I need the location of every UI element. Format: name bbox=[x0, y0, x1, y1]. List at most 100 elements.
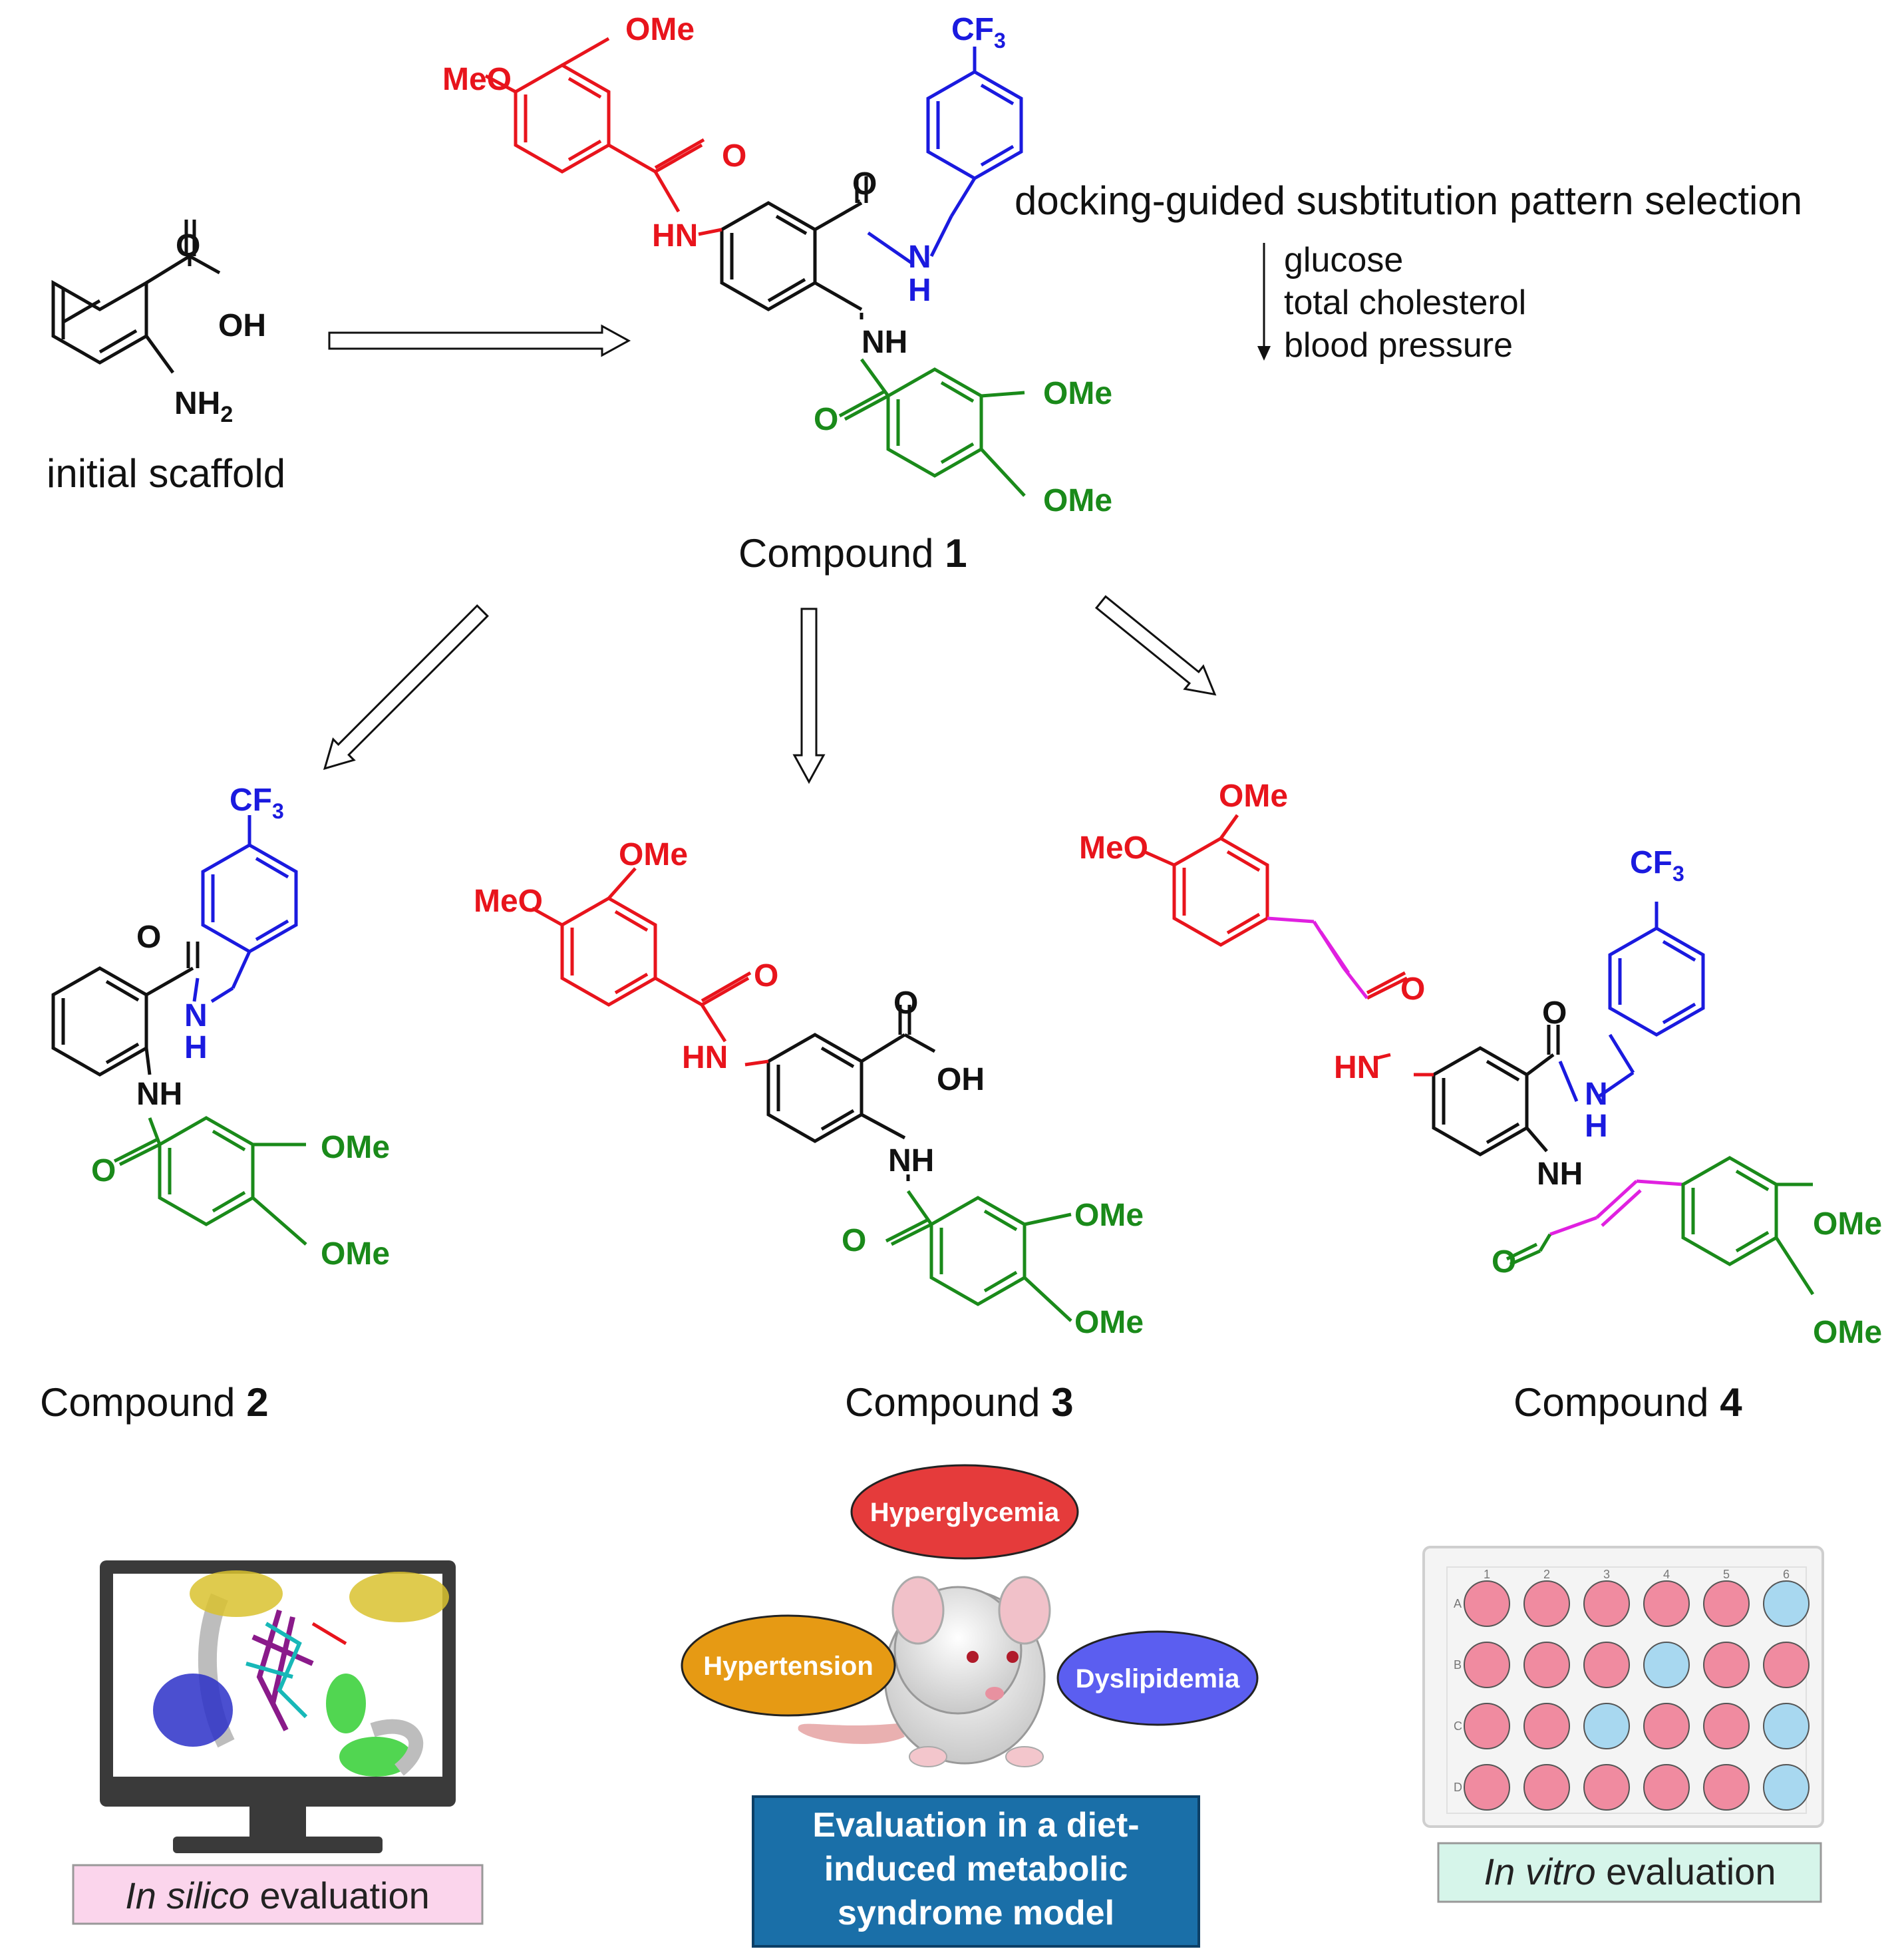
plate-column-label: 6 bbox=[1783, 1568, 1790, 1581]
svg-text:Dyslipidemia: Dyslipidemia bbox=[1076, 1664, 1241, 1693]
bubble-dyslipidemia: Dyslipidemia bbox=[1056, 1630, 1259, 1726]
effect-blood-pressure: blood pressure bbox=[1284, 326, 1513, 365]
plate-well bbox=[1643, 1703, 1690, 1749]
c3-o-red: O bbox=[754, 958, 778, 993]
arrow-to-compound-3 bbox=[792, 608, 826, 785]
c1-nh: NH bbox=[862, 325, 907, 360]
plate-row-label: A bbox=[1454, 1597, 1462, 1610]
compound-2-structure: CF3 O N H NH O OMe OMe bbox=[51, 783, 390, 1272]
compound-3-structure: OMe MeO O HN O OH NH O OMe OMe bbox=[474, 837, 1144, 1340]
c2-ome-green-1: OMe bbox=[321, 1130, 390, 1165]
c4-ome-red: OMe bbox=[1219, 779, 1288, 814]
in-vivo-box bbox=[752, 1795, 1200, 1948]
plate-column-label: 5 bbox=[1723, 1568, 1730, 1581]
c4-cf3: CF3 bbox=[1630, 845, 1684, 886]
in-silico-label: In silico evaluation bbox=[125, 1874, 430, 1916]
c1-o-red: O bbox=[722, 138, 746, 174]
plate-well bbox=[1643, 1642, 1690, 1688]
c3-hn-red: HN bbox=[682, 1040, 728, 1075]
plate-well bbox=[1703, 1580, 1750, 1627]
c3-o-green: O bbox=[842, 1223, 866, 1258]
plate-well bbox=[1643, 1580, 1690, 1627]
c4-h-blue: H bbox=[1585, 1109, 1608, 1144]
effect-total-cholesterol: total cholesterol bbox=[1284, 283, 1526, 322]
c2-n-blue: N bbox=[184, 998, 208, 1033]
c3-o-black: O bbox=[893, 985, 918, 1021]
compound-1-label: Compound 1 bbox=[738, 531, 967, 576]
plate-well bbox=[1763, 1580, 1810, 1627]
c1-o-black: O bbox=[852, 166, 877, 202]
plate-well bbox=[1523, 1764, 1570, 1811]
plate-well bbox=[1464, 1703, 1510, 1749]
bubble-hyperglycemia: Hyperglycemia bbox=[850, 1464, 1079, 1560]
c3-ome-green-2: OMe bbox=[1074, 1305, 1144, 1340]
c2-o-black: O bbox=[136, 920, 161, 955]
c2-cf3: CF3 bbox=[230, 783, 284, 823]
c1-meo-red: MeO bbox=[442, 62, 512, 97]
scaffold-carbonyl-o: O bbox=[176, 228, 200, 264]
in-vitro-box bbox=[1437, 1842, 1822, 1903]
compound-4-structure: OMe MeO O HN CF3 O N H NH O OMe OMe bbox=[1079, 779, 1882, 1350]
c1-cf3: CF3 bbox=[951, 12, 1006, 53]
in-silico-box bbox=[72, 1864, 484, 1925]
c2-nh: NH bbox=[136, 1077, 182, 1112]
plate-column-label: 2 bbox=[1543, 1568, 1550, 1581]
svg-text:Hyperglycemia: Hyperglycemia bbox=[870, 1498, 1060, 1527]
plate-column-label: 4 bbox=[1663, 1568, 1670, 1581]
c3-ome-green-1: OMe bbox=[1074, 1198, 1144, 1233]
arrow-to-compound-2 bbox=[323, 604, 489, 771]
selection-title: docking-guided susbtitution pattern sele… bbox=[1015, 178, 1802, 223]
plate-well bbox=[1583, 1764, 1630, 1811]
compound-1-structure: OMe MeO O HN CF3 O N H NH O OMe OMe bbox=[442, 12, 1112, 518]
scaffold-caption: initial scaffold bbox=[47, 451, 285, 496]
c2-o-green: O bbox=[91, 1153, 116, 1188]
selection-down-arrow bbox=[1257, 243, 1271, 361]
c4-ome-green-2: OMe bbox=[1813, 1315, 1882, 1350]
c1-n-blue: N bbox=[908, 240, 931, 275]
plate-well bbox=[1643, 1764, 1690, 1811]
c4-o-black: O bbox=[1542, 995, 1567, 1031]
plate-well bbox=[1703, 1703, 1750, 1749]
c1-h-blue: H bbox=[908, 273, 931, 308]
plate-well bbox=[1523, 1703, 1570, 1749]
c4-meo-red: MeO bbox=[1079, 830, 1148, 866]
arrow-to-compound-4 bbox=[1094, 595, 1217, 696]
compound-2-label: Compound 2 bbox=[40, 1380, 269, 1425]
plate-well bbox=[1583, 1580, 1630, 1627]
c3-nh: NH bbox=[888, 1143, 934, 1178]
c4-o-red: O bbox=[1400, 972, 1425, 1007]
arrow-to-compound-1 bbox=[328, 324, 631, 357]
scaffold-oh: OH bbox=[218, 308, 266, 343]
c2-ome-green-2: OMe bbox=[321, 1236, 390, 1272]
c1-hn-red: HN bbox=[652, 218, 698, 254]
rat-illustration bbox=[798, 1576, 1051, 1767]
in-vivo-line-1: Evaluation in a diet- bbox=[812, 1806, 1139, 1845]
plate-well bbox=[1763, 1703, 1810, 1749]
plate-well bbox=[1763, 1642, 1810, 1688]
plate-well bbox=[1464, 1642, 1510, 1688]
c2-h-blue: H bbox=[184, 1030, 208, 1065]
in-vivo-line-3: syndrome model bbox=[838, 1894, 1114, 1932]
c4-hn-red: HN bbox=[1334, 1050, 1380, 1085]
docking-render bbox=[153, 1570, 449, 1777]
scaffold-structure bbox=[51, 220, 221, 374]
effect-glucose: glucose bbox=[1284, 241, 1403, 279]
c1-ome-green-1: OMe bbox=[1043, 376, 1112, 411]
plate-column-label: 3 bbox=[1603, 1568, 1610, 1581]
plate-well bbox=[1464, 1580, 1510, 1627]
plate-row-label: C bbox=[1454, 1719, 1462, 1733]
bubble-hypertension: Hypertension bbox=[681, 1614, 896, 1717]
c4-nh: NH bbox=[1537, 1156, 1583, 1192]
plate-well bbox=[1703, 1642, 1750, 1688]
plate-row-label: B bbox=[1454, 1658, 1462, 1672]
c3-ome-red: OMe bbox=[619, 837, 688, 872]
c4-ome-green-1: OMe bbox=[1813, 1206, 1882, 1242]
scaffold-nh2: NH2 bbox=[174, 386, 233, 427]
plate-well bbox=[1523, 1642, 1570, 1688]
compound-4-label: Compound 4 bbox=[1513, 1380, 1742, 1425]
c3-meo-red: MeO bbox=[474, 884, 543, 919]
c4-o-green: O bbox=[1492, 1244, 1516, 1280]
